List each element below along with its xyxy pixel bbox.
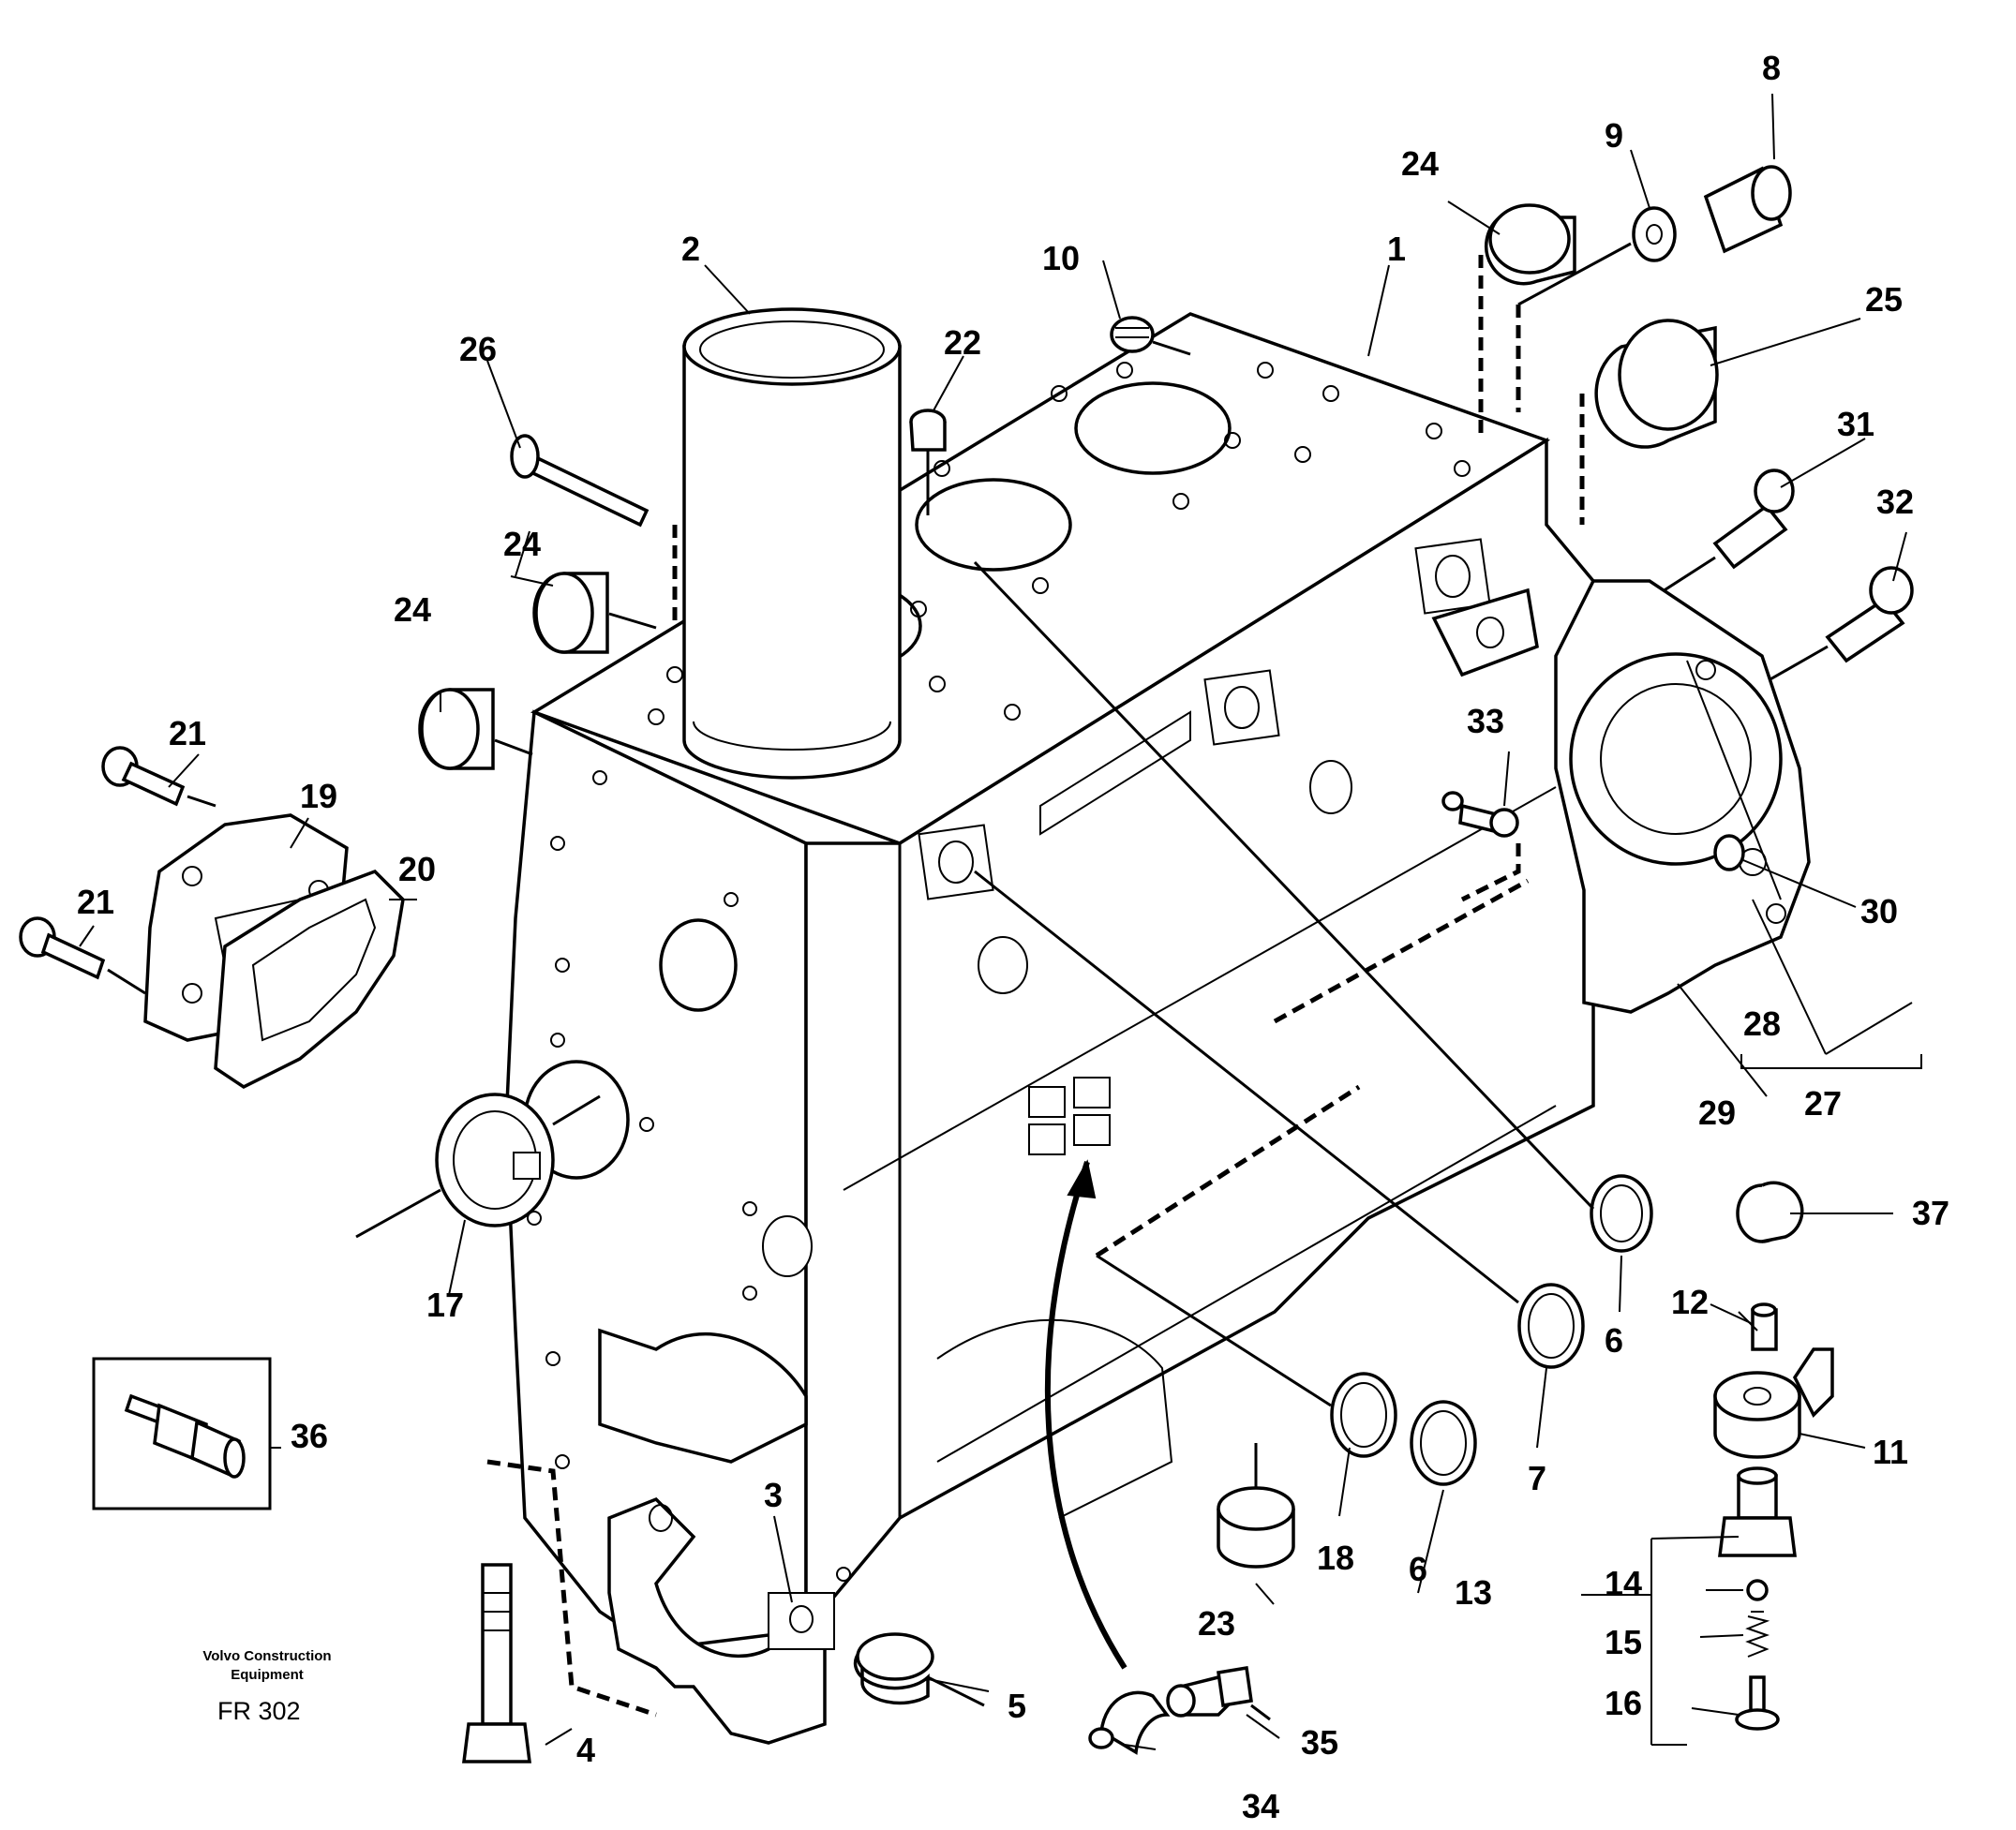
bushing-18	[1330, 1372, 1397, 1458]
ball-14	[1746, 1579, 1769, 1601]
plug-37	[1736, 1181, 1804, 1243]
overflow-valve	[1718, 1466, 1797, 1557]
callout-labels: 1 2 3 4 5 6 6 7 8 9 10 11 12 13 14 15 16…	[77, 49, 1949, 1825]
callout-37: 37	[1912, 1194, 1949, 1232]
spring-15	[1745, 1611, 1770, 1658]
pressure-sender	[1166, 1665, 1253, 1718]
callout-11: 11	[1873, 1433, 1908, 1471]
rear-seal-housing	[1554, 579, 1811, 1014]
publisher-line-2: Equipment	[231, 1667, 304, 1683]
callout-27: 27	[1804, 1084, 1842, 1123]
banjo-fitting	[1713, 1347, 1834, 1459]
callout-28: 28	[1743, 1004, 1781, 1043]
bushing-7	[1517, 1283, 1585, 1369]
callout-6-upper: 6	[1605, 1321, 1623, 1360]
callout-21-lower: 21	[77, 883, 114, 921]
publisher-line-1: Volvo Construction	[202, 1648, 331, 1664]
callout-1: 1	[1387, 230, 1406, 268]
bushing-6-upper	[1590, 1174, 1653, 1253]
leader-lines	[79, 93, 1922, 1750]
callout-5: 5	[1008, 1687, 1026, 1725]
figure-code: FR 302	[217, 1697, 301, 1725]
callout-6-lower: 6	[1409, 1550, 1427, 1588]
callout-2: 2	[681, 230, 700, 268]
expansion-plug-top	[1484, 203, 1576, 286]
callout-4: 4	[576, 1731, 595, 1769]
callout-23: 23	[1198, 1604, 1235, 1643]
callout-31: 31	[1837, 405, 1874, 443]
dowel-30	[1713, 834, 1745, 871]
main-bearing-cap	[607, 1496, 835, 1745]
core-plug-small	[1110, 316, 1155, 353]
callout-17: 17	[426, 1286, 464, 1324]
callout-36: 36	[291, 1417, 328, 1455]
callout-18: 18	[1317, 1539, 1354, 1577]
callout-34: 34	[1242, 1787, 1279, 1825]
stud-bolt	[510, 434, 650, 528]
callout-7: 7	[1528, 1459, 1546, 1497]
sensor-mount-bracket	[1028, 1077, 1111, 1155]
callout-24-left-b: 24	[503, 525, 541, 563]
camshaft-bushing	[435, 1093, 555, 1227]
gasket	[214, 869, 405, 1090]
callout-30: 30	[1860, 892, 1898, 930]
flange-bolt-32	[1825, 566, 1914, 663]
callout-10: 10	[1042, 239, 1080, 277]
callout-12: 12	[1671, 1283, 1709, 1321]
sensor-bolt	[1441, 791, 1519, 838]
callout-8: 8	[1762, 49, 1781, 87]
callout-20: 20	[398, 850, 436, 888]
main-bearing-bolt	[462, 1563, 531, 1763]
callout-13: 13	[1455, 1573, 1492, 1612]
callout-22: 22	[944, 323, 981, 362]
callout-19: 19	[300, 777, 337, 815]
callout-32: 32	[1876, 483, 1914, 521]
dowel-pin	[909, 409, 947, 515]
temperature-sensor-box[interactable]	[92, 1357, 272, 1510]
callout-25: 25	[1865, 280, 1903, 319]
screw-plug	[1703, 165, 1792, 254]
callout-35: 35	[1301, 1723, 1338, 1762]
cover-cap	[1594, 319, 1719, 449]
cylinder-liner	[682, 307, 902, 780]
callout-15: 15	[1605, 1623, 1642, 1661]
callout-9: 9	[1605, 116, 1623, 155]
callout-21-upper: 21	[169, 714, 206, 752]
callout-14: 14	[1605, 1564, 1642, 1602]
callout-24-left-a: 24	[394, 590, 431, 629]
callout-3: 3	[764, 1476, 783, 1514]
expansion-plug-left-b	[418, 688, 495, 770]
callout-26: 26	[459, 330, 497, 368]
flange-bolt-31	[1712, 469, 1795, 570]
callout-16: 16	[1605, 1684, 1642, 1722]
expansion-plug-left-a	[532, 572, 609, 654]
pin-12	[1751, 1302, 1778, 1351]
sealing-washer	[1632, 206, 1677, 262]
bushing-6-lower	[1410, 1400, 1477, 1486]
bolt-21-upper	[101, 746, 186, 807]
plug-16	[1735, 1675, 1780, 1731]
callout-29: 29	[1698, 1094, 1736, 1132]
callout-33: 33	[1467, 702, 1504, 740]
thrust-washer	[853, 1632, 934, 1705]
elbow-fitting	[1088, 1690, 1171, 1755]
publisher-note: Volvo Construction Equipment FR 302	[202, 1648, 331, 1725]
bolt-21-lower	[19, 916, 106, 980]
expansion-plug-bottom	[1217, 1486, 1295, 1569]
callout-24-top: 24	[1401, 144, 1439, 183]
